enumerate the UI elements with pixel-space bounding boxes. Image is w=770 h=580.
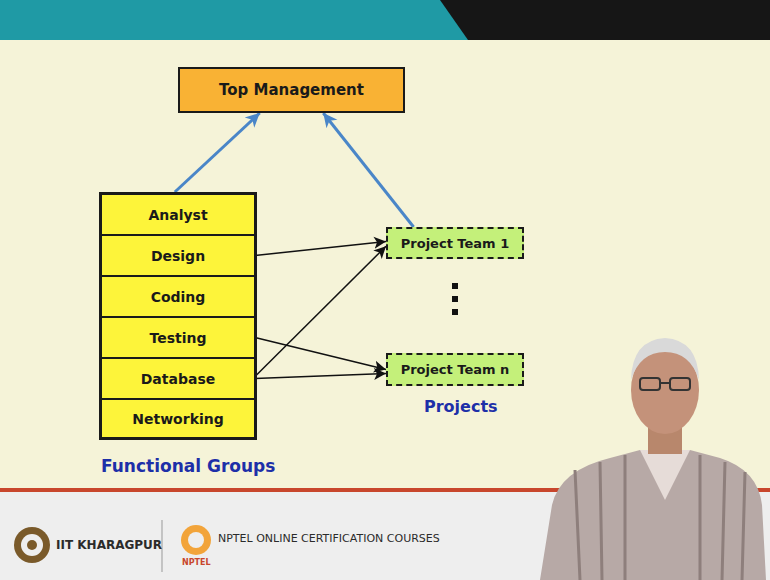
node-text: Project Team 1 — [401, 236, 509, 251]
management-box: Top Management — [178, 67, 405, 113]
functional-group-stack: Functional GroupsAnalystDesignCodingTest… — [99, 192, 257, 440]
group-label: Projects — [424, 397, 498, 416]
node-text: Project Team n — [401, 362, 510, 377]
node-text: Design — [151, 248, 205, 264]
node-text: Analyst — [148, 207, 207, 223]
node-text: Database — [141, 371, 216, 387]
function-box: Analyst — [101, 194, 255, 235]
ellipsis-dots — [452, 283, 458, 315]
top-dark-band — [440, 0, 770, 40]
institute-name: IIT KHARAGPUR — [56, 538, 162, 552]
connector-arrow — [175, 113, 260, 192]
connector-arrow — [255, 373, 386, 378]
node-text: Coding — [151, 289, 206, 305]
connector-arrow — [323, 113, 413, 227]
connector-arrow — [255, 338, 386, 370]
top-band — [0, 0, 770, 40]
node-text: Networking — [132, 411, 223, 427]
nptel-logo — [181, 525, 211, 555]
iit-logo — [14, 527, 50, 563]
presenter-figure — [540, 338, 766, 580]
node-text: Top Management — [219, 81, 364, 99]
logo-text: NPTEL — [182, 558, 211, 567]
connector-arrow — [255, 241, 386, 255]
course-name: NPTEL ONLINE CERTIFICATION COURSES — [218, 532, 440, 545]
project-team-box: Project Team n — [386, 353, 524, 386]
group-heading: Functional Groups — [101, 456, 275, 476]
function-box: Design — [101, 235, 255, 276]
function-box: Networking — [101, 399, 255, 438]
function-box: Database — [101, 358, 255, 399]
function-box: Testing — [101, 317, 255, 358]
node-text: Testing — [150, 330, 207, 346]
project-team-box: Project Team 1 — [386, 227, 524, 259]
connector-arrow — [255, 246, 386, 376]
function-box: Coding — [101, 276, 255, 317]
